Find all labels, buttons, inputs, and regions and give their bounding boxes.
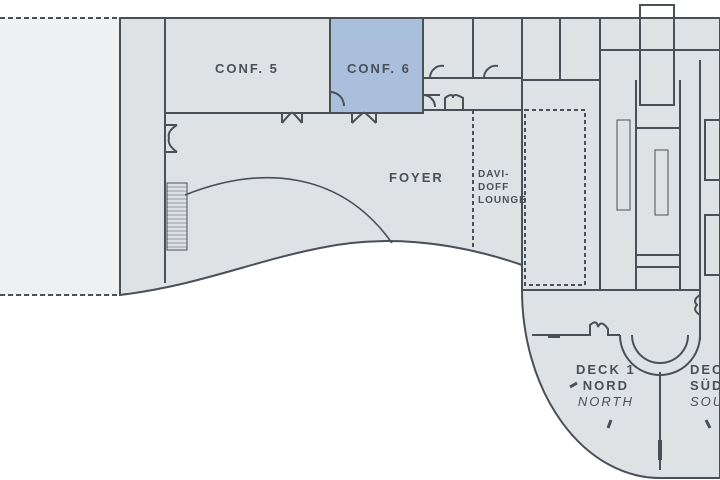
- room-label-deck-2: DECK 2 SÜD SOUTH: [690, 362, 720, 410]
- outside-area: [0, 18, 120, 295]
- room-label-conf-5: CONF. 5: [215, 61, 279, 76]
- deck-1-german: NORD: [582, 378, 629, 393]
- deck-1-english: NORTH: [577, 394, 634, 409]
- lounge-line-3: LOUNGE: [478, 195, 527, 206]
- room-label-lounge: DAVI- DOFF LOUNGE: [478, 168, 527, 207]
- deck-2-name: DECK 2: [690, 362, 720, 377]
- deck-1-name: DECK 1: [576, 362, 636, 377]
- deck-2-german: SÜD: [690, 378, 720, 393]
- room-label-conf-6: CONF. 6: [347, 61, 411, 76]
- lounge-line-2: DOFF: [478, 182, 510, 193]
- lounge-line-1: DAVI-: [478, 169, 510, 180]
- deck-2-english: SOUTH: [690, 394, 720, 409]
- room-label-foyer: FOYER: [389, 170, 444, 185]
- room-label-deck-1: DECK 1 NORD NORTH: [576, 362, 636, 410]
- stairs: [166, 182, 188, 251]
- building-outline: [119, 17, 720, 479]
